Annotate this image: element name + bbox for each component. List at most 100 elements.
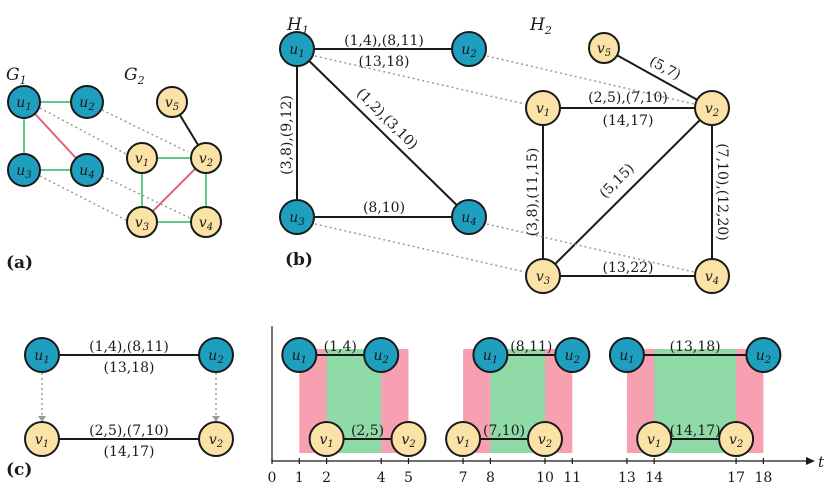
map-a-u4-v4 — [101, 175, 191, 219]
panel-b-label: (b) — [285, 250, 313, 270]
svg-text:v4: v4 — [705, 269, 719, 287]
label-b-u1u4: (1,2),(3,10) — [353, 85, 421, 153]
svg-text:u4: u4 — [461, 210, 476, 228]
tick-label-7: 7 — [459, 470, 468, 486]
node-a-v3: v3 — [126, 206, 158, 238]
node-a-v2: v2 — [190, 142, 222, 174]
node-a-v4: v4 — [190, 206, 222, 238]
timeline-label-v-3: (14,17) — [670, 423, 721, 439]
edge-b-u1-u4 — [296, 48, 470, 218]
timeline-label-u-2: (8,11) — [510, 339, 552, 355]
svg-text:u2: u2 — [79, 95, 94, 113]
svg-text:v1: v1 — [35, 432, 49, 450]
timeline-node-v1-3: v1 — [636, 421, 673, 457]
label-b-u1u3: (3,8),(9,12) — [279, 95, 295, 175]
svg-text:u2: u2 — [373, 348, 388, 366]
tick-label-13: 13 — [618, 470, 636, 486]
svg-text:u2: u2 — [208, 348, 223, 366]
node-b-v1: v1 — [525, 90, 561, 126]
node-b-v5: v5 — [588, 32, 620, 64]
node-c-u2: u2 — [198, 337, 234, 373]
tick-label-4: 4 — [377, 470, 386, 486]
label-b-v2v4: (7,10),(12,20) — [714, 143, 730, 241]
node-b-v4: v4 — [694, 258, 730, 294]
svg-text:v5: v5 — [165, 95, 179, 113]
map-a-u2-v2 — [101, 109, 189, 153]
svg-text:v2: v2 — [199, 151, 213, 169]
node-b-u3: u3 — [279, 199, 315, 235]
panel-c-left: (1,4),(8,11) (13,18) (2,5),(7,10) (14,17… — [6, 337, 234, 480]
tick-label-17: 17 — [727, 470, 745, 486]
svg-text:v1: v1 — [536, 101, 550, 119]
svg-text:u1: u1 — [292, 348, 307, 366]
timeline-label-v-1: (2,5) — [351, 423, 384, 439]
timeline-nodes: u1 u2 v1 v2 u1 u2 v1 v2 u1 u2 v1 v2 — [281, 337, 782, 457]
map-b-u2-v2 — [486, 55, 695, 105]
timeline-node-u2-3: u2 — [745, 337, 782, 373]
map-b-u3-v3 — [314, 223, 526, 273]
svg-text:v5: v5 — [597, 41, 611, 59]
node-a-v5: v5 — [156, 86, 188, 118]
timeline-label-u-1: (1,4) — [324, 339, 357, 355]
timeline-node-u1-2: u1 — [472, 337, 509, 373]
timeline-node-u2-1: u2 — [363, 337, 400, 373]
svg-text:u2: u2 — [756, 348, 771, 366]
label-b-v1v2-top: (2,5),(7,10) — [588, 90, 668, 106]
timeline-label-v-2: (7,10) — [483, 423, 525, 439]
label-c-u-top: (1,4),(8,11) — [89, 339, 169, 355]
timeline-node-u1-3: u1 — [608, 337, 645, 373]
time-axis-arrow — [806, 457, 815, 465]
label-b-u1u2-top: (1,4),(8,11) — [344, 33, 424, 49]
svg-text:u1: u1 — [289, 42, 304, 60]
label-b-v1v2-bot: (14,17) — [602, 113, 653, 129]
node-c-v2: v2 — [198, 421, 234, 457]
node-c-v1: v1 — [24, 421, 60, 457]
timeline-node-v1-1: v1 — [308, 421, 345, 457]
svg-text:u1: u1 — [483, 348, 498, 366]
panel-c-label: (c) — [6, 460, 32, 480]
svg-text:u1: u1 — [619, 348, 634, 366]
tick-label-0: 0 — [268, 470, 277, 486]
h2-label: H2 — [529, 15, 552, 37]
tick-label-5: 5 — [404, 470, 413, 486]
svg-text:v2: v2 — [538, 432, 552, 450]
timeline-node-v2-1: v2 — [390, 421, 427, 457]
tick-label-18: 18 — [754, 470, 772, 486]
map-a-u1-v1 — [39, 107, 127, 155]
node-b-v2: v2 — [694, 90, 730, 126]
label-b-v1v3: (3,8),(11,15) — [525, 148, 541, 237]
label-c-u-bot: (13,18) — [103, 360, 154, 376]
time-axis-label: t — [818, 453, 825, 471]
tick-label-8: 8 — [486, 470, 495, 486]
node-a-v1: v1 — [126, 142, 158, 174]
timeline-node-v1-2: v1 — [445, 421, 482, 457]
tick-label-1: 1 — [295, 470, 304, 486]
g1-label: G1 — [6, 65, 27, 87]
svg-text:u2: u2 — [461, 42, 476, 60]
timeline-label-u-3: (13,18) — [670, 339, 721, 355]
svg-text:v3: v3 — [536, 269, 550, 287]
panel-a-label: (a) — [6, 253, 33, 273]
map-b-u1-v1 — [314, 55, 526, 105]
node-a-u1: u1 — [7, 85, 41, 119]
svg-text:u1: u1 — [16, 95, 31, 113]
svg-text:v1: v1 — [319, 432, 333, 450]
node-b-u4: u4 — [451, 199, 487, 235]
label-b-v3v4: (13,22) — [602, 260, 653, 276]
map-b-u4-v4 — [486, 223, 695, 273]
label-c-v-top: (2,5),(7,10) — [89, 423, 169, 439]
timeline-node-u1-1: u1 — [281, 337, 318, 373]
svg-text:u4: u4 — [79, 163, 94, 181]
svg-text:u2: u2 — [565, 348, 580, 366]
svg-text:v1: v1 — [135, 151, 149, 169]
edge-b-v5-v2 — [603, 47, 713, 109]
tick-label-2: 2 — [322, 470, 331, 486]
label-b-v5v2: (5,7) — [647, 53, 684, 83]
tick-label-11: 11 — [563, 470, 581, 486]
g2-label: G2 — [124, 65, 145, 87]
timeline-node-v2-3: v2 — [718, 421, 755, 457]
label-b-u1u2-bot: (13,18) — [358, 54, 409, 70]
svg-text:v2: v2 — [705, 101, 719, 119]
